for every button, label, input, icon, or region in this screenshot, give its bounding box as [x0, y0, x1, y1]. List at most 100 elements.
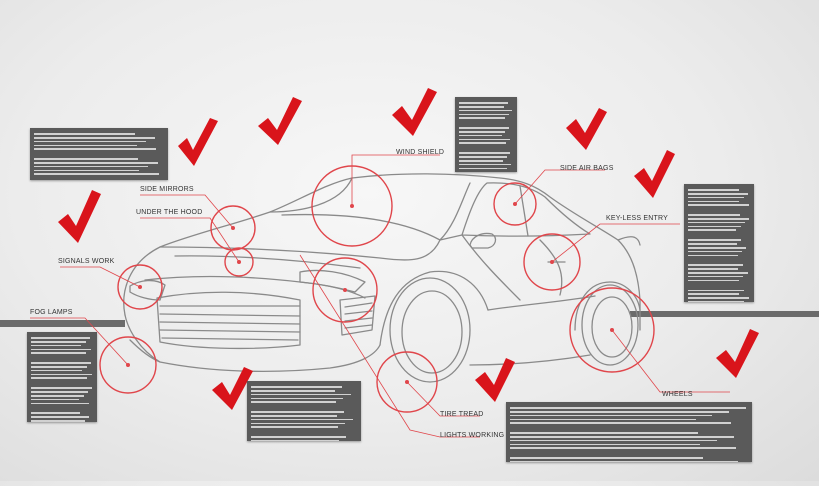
checkmark-icon [178, 118, 218, 166]
note-text-line [688, 264, 743, 267]
note-text-line [459, 102, 509, 104]
note-box-bottom-right [506, 402, 752, 462]
checkmark-icon [212, 367, 253, 410]
note-text-line [510, 436, 734, 438]
note-text-line [31, 373, 92, 376]
note-text-line [251, 397, 344, 400]
label-lights-working: LIGHTS WORKING [440, 432, 505, 439]
label-tire-tread: TIRE TREAD [440, 411, 484, 418]
leader-lines [30, 154, 730, 438]
note-text-line [510, 410, 729, 413]
inspection-circle-windshield [311, 165, 393, 247]
note-text-line [34, 169, 140, 172]
road-stripe-left [0, 320, 125, 327]
inspection-circle-wheels [569, 287, 655, 373]
note-text-line [459, 127, 510, 129]
note-text-line [31, 337, 90, 339]
note-text-line [251, 436, 347, 438]
note-text-line [31, 402, 89, 405]
note-text-line [31, 416, 90, 418]
note-text-line [459, 171, 513, 172]
note-text-line [251, 401, 336, 403]
note-text-line [459, 167, 508, 170]
note-text-line [510, 414, 713, 417]
note-text-line [34, 144, 137, 147]
label-fog-lamps: FOG LAMPS [30, 309, 73, 316]
note-text-line [459, 146, 513, 150]
note-text-line [688, 239, 742, 241]
inspection-circle-fog-lamps [99, 336, 157, 394]
checkmark-icon [634, 150, 675, 198]
note-text-line [34, 158, 138, 160]
note-text-line [688, 268, 739, 270]
note-text-line [688, 254, 738, 257]
note-text-line [688, 221, 746, 224]
note-text-line [31, 344, 82, 347]
note-text-line [688, 246, 747, 249]
checkmarks [58, 88, 759, 410]
note-text-line [34, 152, 164, 156]
label-wind-shield: WIND SHIELD [396, 149, 445, 156]
note-text-line [251, 430, 357, 434]
note-text-line [251, 389, 335, 392]
note-text-line [31, 412, 80, 415]
note-text-line [510, 461, 739, 462]
note-text-line [688, 289, 744, 292]
note-text-line [31, 366, 87, 368]
note-text-line [510, 432, 699, 434]
note-text-line [510, 457, 703, 459]
note-text-line [459, 134, 502, 137]
note-text-line [459, 142, 506, 144]
note-text-line [688, 208, 750, 212]
note-text-line [688, 196, 744, 199]
car-outline-illustration [123, 173, 641, 383]
note-text-line [688, 243, 737, 245]
note-text-line [459, 159, 503, 162]
note-text-line [31, 381, 93, 385]
checkmark-icon [258, 97, 302, 145]
note-text-line [459, 131, 506, 133]
note-text-line [31, 391, 89, 393]
note-text-line [34, 165, 149, 168]
note-text-line [459, 109, 513, 112]
note-text-line [459, 121, 513, 125]
note-text-line [34, 173, 159, 175]
note-text-line [251, 405, 357, 409]
note-text-line [251, 415, 337, 417]
label-side-mirrors: SIDE MIRRORS [140, 186, 194, 193]
note-text-line [510, 426, 748, 430]
inspection-circle-signals [117, 264, 163, 310]
note-text-line [688, 275, 744, 278]
note-text-line [510, 443, 701, 446]
note-box-top-center [455, 97, 517, 172]
note-text-line [31, 348, 91, 351]
note-text-line [34, 177, 164, 180]
note-text-line [688, 189, 739, 191]
note-text-line [510, 447, 737, 449]
note-text-line [31, 420, 85, 422]
note-text-line [688, 225, 741, 228]
note-text-line [459, 117, 505, 119]
checkmark-icon [566, 108, 607, 150]
label-wheels: WHEELS [662, 391, 693, 398]
note-box-right [684, 184, 754, 302]
inspection-circle-side-air-bags [493, 182, 537, 226]
inspection-circle-key-less [523, 233, 581, 291]
inspection-circle-under-hood [224, 247, 254, 277]
note-text-line [31, 394, 84, 397]
note-text-line [251, 426, 338, 428]
checkmark-icon [392, 88, 437, 136]
note-text-line [688, 258, 750, 262]
note-text-line [251, 440, 339, 441]
note-text-line [251, 393, 351, 396]
note-box-top-left [30, 128, 168, 180]
note-text-line [34, 136, 155, 139]
note-text-line [688, 218, 750, 220]
note-text-line [510, 418, 696, 421]
note-text-line [459, 113, 509, 116]
note-text-line [31, 340, 86, 343]
note-text-line [31, 356, 93, 360]
note-text-line [31, 398, 80, 401]
note-text-line [688, 300, 745, 302]
